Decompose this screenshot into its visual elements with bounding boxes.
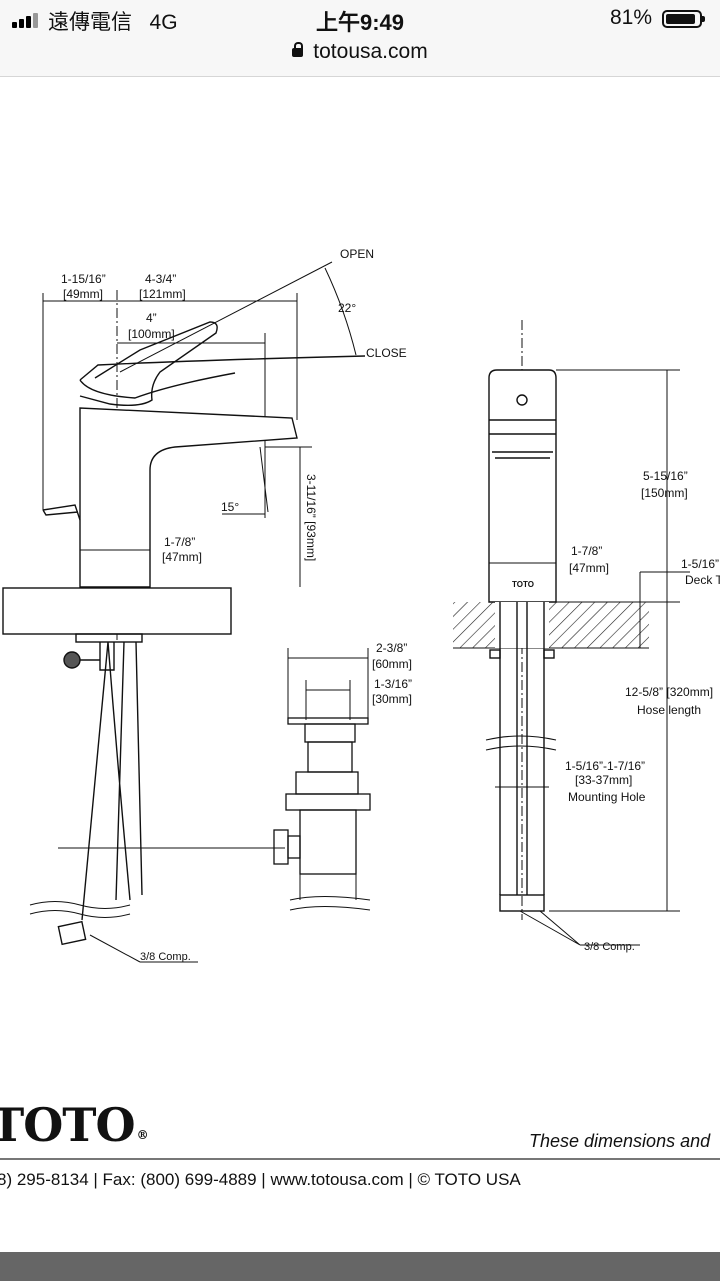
footer-divider bbox=[0, 1158, 720, 1160]
dim-121mm: [121mm] bbox=[139, 287, 186, 301]
technical-drawing: OPEN 22° CLOSE 1-15/16” [49mm] 4-3/4” [1… bbox=[2, 247, 720, 963]
address-bar[interactable]: totousa.com bbox=[0, 40, 720, 64]
toto-logo: TOTO® bbox=[0, 1098, 149, 1152]
drain-labels: 2-3/8” [60mm] 1-3/16” [30mm] bbox=[372, 641, 412, 706]
label-comp-right: 3/8 Comp. bbox=[584, 941, 635, 953]
dim-1-7-8: 1-7/8” bbox=[164, 535, 195, 549]
dim-deck: 1-5/16” bbox=[681, 557, 719, 571]
dim-30mm: [30mm] bbox=[372, 692, 412, 706]
label-hose: Hose length bbox=[637, 703, 701, 717]
front-view bbox=[2, 261, 366, 963]
label-deck: Deck T bbox=[685, 573, 720, 587]
url-text[interactable]: totousa.com bbox=[313, 40, 428, 63]
dim-side-47mm: [47mm] bbox=[569, 561, 609, 575]
front-labels: OPEN 22° CLOSE 1-15/16” [49mm] 4-3/4” [1… bbox=[61, 247, 407, 963]
label-comp-left: 3/8 Comp. bbox=[140, 951, 191, 963]
side-brand: TOTO bbox=[512, 580, 534, 589]
label-open: OPEN bbox=[340, 247, 374, 261]
dim-hole: 1-5/16”-1-7/16” bbox=[565, 759, 645, 773]
dim-4-3-4: 4-3/4” bbox=[145, 272, 176, 286]
dim-spout-height: 3-11/16” [93mm] bbox=[304, 474, 318, 561]
dim-hole-mm: [33-37mm] bbox=[575, 773, 632, 787]
battery-icon bbox=[662, 10, 705, 28]
status-bar: 遠傳電信 4G 上午9:49 totousa.com 81% bbox=[0, 0, 720, 77]
contact-line: 8) 295-8134 | Fax: (800) 699-4889 | www.… bbox=[0, 1170, 521, 1189]
dim-side-1-7-8: 1-7/8” bbox=[571, 544, 602, 558]
label-close: CLOSE bbox=[366, 346, 407, 360]
dim-hose: 12-5/8” [320mm] bbox=[625, 685, 713, 699]
dim-4: 4” bbox=[146, 311, 157, 325]
dim-47mm: [47mm] bbox=[162, 550, 202, 564]
dim-2-3-8: 2-3/8” bbox=[376, 641, 407, 655]
bottom-toolbar bbox=[0, 1252, 720, 1281]
network-type: 4G bbox=[149, 11, 178, 34]
dim-150mm: [150mm] bbox=[641, 486, 688, 500]
dim-15deg: 15° bbox=[221, 500, 239, 514]
label-angle: 22° bbox=[338, 301, 356, 315]
carrier-name: 遠傳電信 bbox=[48, 11, 132, 34]
battery-percent: 81% bbox=[610, 6, 653, 29]
dimensions-note: These dimensions and bbox=[529, 1131, 711, 1151]
dim-60mm: [60mm] bbox=[372, 657, 412, 671]
dim-1-3-16: 1-3/16” bbox=[374, 677, 412, 691]
dim-5-15-16: 5-15/16” bbox=[643, 469, 688, 483]
dim-100mm: [100mm] bbox=[128, 327, 175, 341]
side-view bbox=[453, 320, 690, 946]
dim-49mm: [49mm] bbox=[63, 287, 103, 301]
clock: 上午9:49 bbox=[315, 10, 405, 35]
drain-view bbox=[273, 648, 371, 911]
label-hole: Mounting Hole bbox=[568, 790, 646, 804]
side-labels: TOTO 5-15/16” [150mm] 1-7/8” [47mm] 1-5/… bbox=[512, 469, 720, 953]
lock-icon bbox=[292, 42, 304, 57]
dim-1-15-16: 1-15/16” bbox=[61, 272, 106, 286]
